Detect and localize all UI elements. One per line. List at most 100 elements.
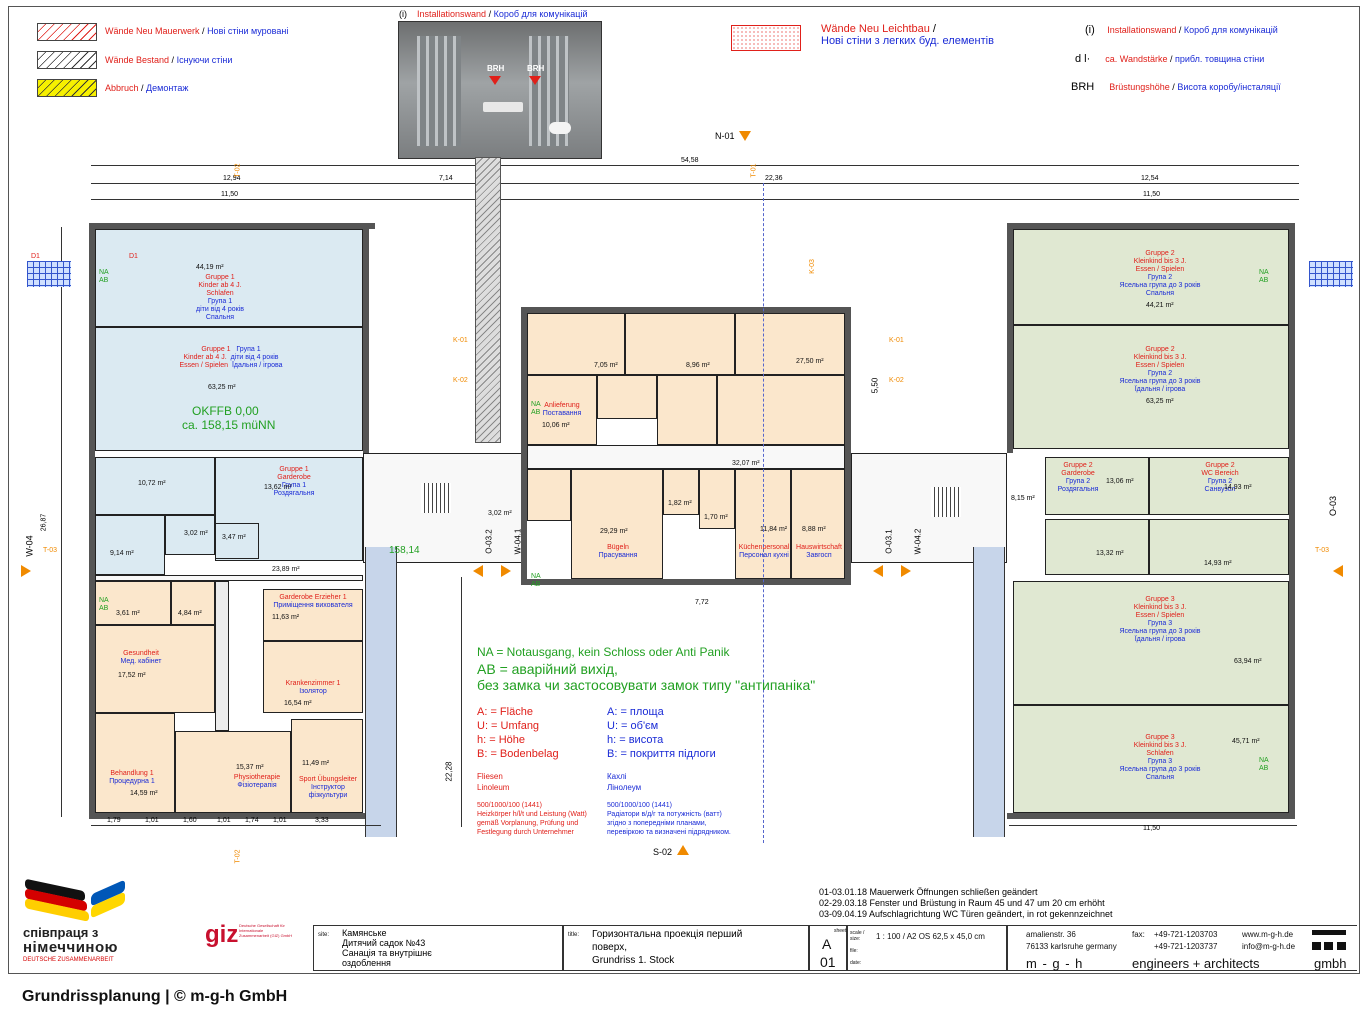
g2-eat-de2: Kleinkind bis 3 J. <box>1133 354 1187 362</box>
room-group2-sleep: Gruppe 2 Kleinkind bis 3 J. Essen / Spie… <box>1013 229 1289 325</box>
dim-line-overall <box>91 165 1299 166</box>
brand-mgh: m - g - h <box>1026 956 1084 971</box>
fax-value-2: +49-721-1203737 <box>1154 942 1218 951</box>
revision-list: 01-03.01.18 Mauerwerk Öffnungen schließe… <box>819 887 1113 920</box>
room-shaft-left <box>215 581 229 731</box>
room-group3-wardrobe-area: 13,32 m² <box>1096 550 1124 557</box>
stair-area-label: 158,14 <box>389 545 420 556</box>
delivery-de: Anlieferung <box>544 402 580 409</box>
room-small-815-area: 8,15 m² <box>1011 495 1035 502</box>
abbr-de-1: A: = Fläche <box>477 706 533 718</box>
wall-center-top <box>521 307 851 313</box>
sheet-label: sheet: <box>834 928 848 934</box>
wall-center-left <box>521 307 527 585</box>
g2-sleep-uk2: Ясельна група до 3 років <box>1119 282 1201 290</box>
wall-left-bottom <box>89 813 375 819</box>
room-group3-sleep-label: Gruppe 3 Kleinkind bis 3 J. Schlafen Гру… <box>1100 734 1220 782</box>
corridor-center: 32,07 m² <box>527 445 845 469</box>
room-physio-label: Physiotherapie Фізіотерапія <box>222 774 292 790</box>
treatment-uk: Процедурна 1 <box>109 778 155 786</box>
dim-overall: 54,58 <box>681 157 699 164</box>
room-small-361: 3,61 m² <box>95 581 171 625</box>
na-center-bottom: NA <box>531 573 541 580</box>
title-block-scale: scale / size: 1 : 100 / A2 OS 62,5 x 45,… <box>847 925 1007 971</box>
title-lines: Горизонтальна проекція перший поверх, Gr… <box>592 928 742 967</box>
site-label: site: <box>318 932 330 938</box>
room-sports-label: Sport Übungsleiter Інструктор фізкультур… <box>292 776 364 800</box>
legend-demolition-uk: Демонтаж <box>146 83 189 93</box>
room-k-main <box>717 375 845 445</box>
g2-wc-uk: Група 2 <box>1207 478 1233 486</box>
g3-eat-uk3: Їдальня / ігрова <box>1134 636 1186 644</box>
legend-installation-uk: Короб для комунікацій <box>493 9 588 19</box>
abbr-uk-list: A: = площа U: = об'єм h: = висота B: = п… <box>607 705 716 761</box>
room-k-705-area: 7,05 m² <box>594 362 618 369</box>
room-k-302b: 3,02 m² <box>488 469 571 521</box>
sheet-letter: A <box>822 936 832 952</box>
note-na-line: NA = Notausgang, kein Schloss oder Anti … <box>477 645 730 659</box>
room-group3-wc: 14,93 m² <box>1149 519 1289 575</box>
marker-t01: T-01 <box>750 163 758 178</box>
floor-uk-2: Лінолеум <box>607 783 642 792</box>
room-housekeeping-area: 8,88 m² <box>802 526 826 533</box>
floor-de-1: Fliesen <box>477 772 503 781</box>
shaft-stair-left <box>365 547 397 837</box>
sports-de: Sport Übungsleiter <box>299 776 357 783</box>
legend-parapet-marker: BRH <box>1071 81 1095 93</box>
g2-wardrobe-uk: Група 2 <box>1065 478 1091 486</box>
marker-d1-inner: D1 <box>129 253 138 260</box>
room-group2-wc: Gruppe 2 WC Bereich Група 2 Санвузол 14,… <box>1149 457 1289 515</box>
wall-right-bottom <box>1007 813 1295 819</box>
floor-uk-list: Кахлі Лінолеум <box>607 771 641 793</box>
room-group3-sleep-area: 45,71 m² <box>1232 738 1260 745</box>
firm-logo-block-3 <box>1337 942 1346 950</box>
room-cleaning-area: 9,14 m² <box>110 550 134 557</box>
sports-uk: Інструктор фізкультури <box>308 784 348 800</box>
corridor-left <box>95 575 363 581</box>
marker-w042: W-04.2 <box>913 528 923 555</box>
wall-right-inner-upper <box>1007 223 1013 453</box>
g3-sleep-uk3: Спальня <box>1145 774 1175 782</box>
g3-sleep-de: Gruppe 3 <box>1145 734 1175 741</box>
laundry-de: Bügeln <box>607 544 629 551</box>
window-left-d1 <box>27 261 71 287</box>
marker-w04-icon <box>21 565 31 577</box>
marker-n01-label: N-01 <box>715 131 735 141</box>
installation-wall-photo: BRH BRH <box>398 21 602 159</box>
wall-right-top <box>1007 223 1295 229</box>
housekeeping-de: Hauswirtschaft <box>796 544 842 551</box>
room-small-302-area: 3,02 m² <box>184 530 208 537</box>
ab-center-bottom: AB <box>531 581 541 588</box>
g3-eat-de: Gruppe 3 <box>1145 596 1175 603</box>
giz-wordmark: giz <box>205 921 239 948</box>
room-group2-sleep-label: Gruppe 2 Kleinkind bis 3 J. Essen / Spie… <box>1100 250 1220 298</box>
g3-eat-uk: Група 3 <box>1147 620 1173 628</box>
na-center: NA <box>531 401 541 408</box>
dim-top-mid: 7,14 <box>439 175 453 182</box>
g3-eat-de2: Kleinkind bis 3 J. <box>1133 604 1187 612</box>
axis-t01 <box>763 183 765 843</box>
marker-t02-top: T-02 <box>234 163 242 178</box>
legend-swatch-light <box>731 25 801 51</box>
room-delivery-label: Anlieferung Поставання <box>532 402 592 418</box>
note-ab-line1: АВ = аварійний вихід, <box>477 661 618 677</box>
physio-uk: Фізіотерапія <box>237 782 277 790</box>
room-group2-wc-label: Gruppe 2 WC Bereich Група 2 Санвузол <box>1190 462 1250 494</box>
ab-right-top: AB <box>1259 277 1269 284</box>
room-k-896: 8,96 m² <box>625 313 735 375</box>
room-laundry: 29,29 m² Bügeln Прасування <box>571 469 663 579</box>
mail-value: info@m-g-h.de <box>1242 942 1296 951</box>
g1-eat-de2: Kinder ab 4 J. <box>183 354 227 362</box>
room-treatment-area: 14,59 m² <box>130 790 158 797</box>
kitchen-staff-de: Küchenpersonal <box>738 544 790 551</box>
g1-wardrobe-de: Gruppe 1 <box>279 466 309 473</box>
legend-thickness-marker: d l· <box>1075 53 1091 65</box>
room-k-store1 <box>597 375 657 419</box>
room-small-302: 3,02 m² <box>165 515 215 555</box>
room-medical: Gesundheit Мед. кабінет 17,52 m² <box>95 625 215 713</box>
room-sterile-area: 4,84 m² <box>178 610 202 617</box>
room-group2-eat-label: Gruppe 2 Kleinkind bis 3 J. Essen / Spie… <box>1100 346 1220 394</box>
room-sterile: 4,84 m² <box>171 581 215 625</box>
room-treatment-label: Behandlung 1 Процедурна 1 <box>102 770 162 786</box>
marker-o031-icon <box>873 565 883 577</box>
